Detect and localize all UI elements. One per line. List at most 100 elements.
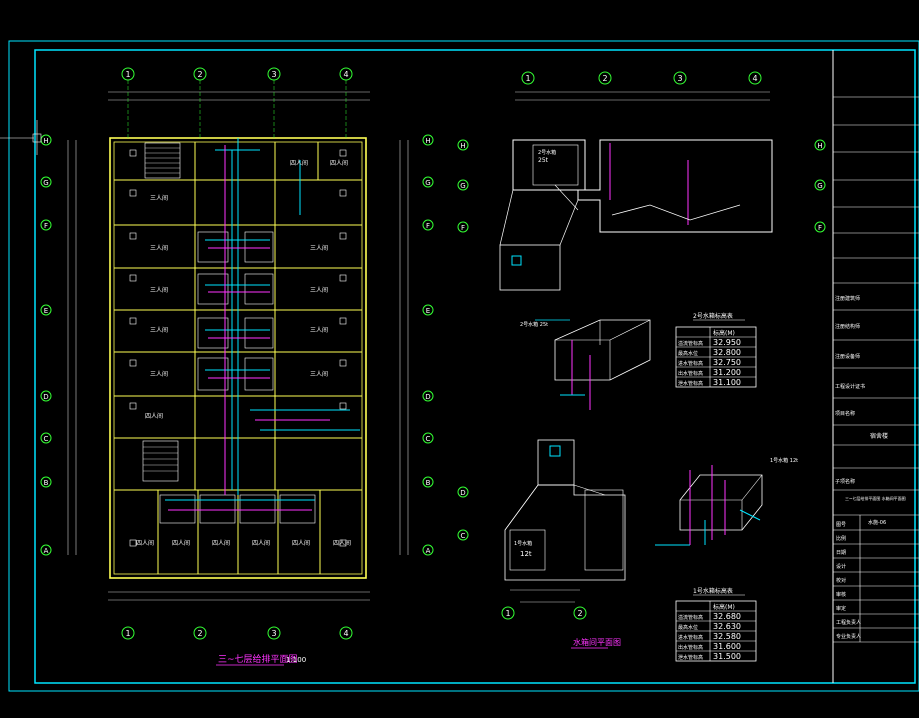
grid-label: 1 xyxy=(125,629,130,638)
grid-label: H xyxy=(425,137,430,145)
roof-plan: 1 2 3 4 H G F H G F 2号水箱 25t xyxy=(457,71,826,291)
table-row-name: 出水管标高 xyxy=(678,370,703,377)
grid-label: G xyxy=(817,182,822,190)
room-label: 四人间 xyxy=(333,539,351,547)
grid-label: G xyxy=(460,182,465,190)
field-label: 日期 xyxy=(836,550,846,556)
room-label: 三人间 xyxy=(150,244,168,252)
fixtures xyxy=(129,149,347,547)
room-label: 三人间 xyxy=(310,326,328,334)
grid-axes-bottom: 1 2 3 4 xyxy=(121,626,353,640)
title-block-row: 注册建筑师 xyxy=(835,295,860,302)
table-row-name: 泄水管标高 xyxy=(678,654,703,661)
table-row-value: 32.630 xyxy=(713,622,741,631)
room-label: 三人间 xyxy=(150,326,168,334)
table-row-name: 出水管标高 xyxy=(678,644,703,651)
water-pipes xyxy=(165,138,360,501)
grid-label: 2 xyxy=(577,609,582,618)
room-label: 四人间 xyxy=(212,539,230,547)
field-label: 比例 xyxy=(836,535,846,542)
grid-label: 3 xyxy=(271,629,276,638)
grid-label: 4 xyxy=(343,629,348,638)
grid-label: D xyxy=(460,489,465,497)
plan-scale: 1:100 xyxy=(286,656,306,664)
grid-label: 4 xyxy=(343,70,348,79)
field-label: 工程负责人 xyxy=(836,619,861,626)
grid-label: 3 xyxy=(271,70,276,79)
table-row-name: 最高水位 xyxy=(678,624,698,631)
grid-label: F xyxy=(44,222,48,230)
field-label: 审核 xyxy=(836,591,846,598)
grid-label: H xyxy=(817,142,822,150)
table-row-name: 溢流管标高 xyxy=(678,614,703,621)
grid-label: 2 xyxy=(602,74,607,83)
tank-room-plan: 1号水箱 12t D C 1 2 水箱间平面图 xyxy=(457,439,626,649)
grid-label: H xyxy=(460,142,465,150)
title-block: 注册建筑师 注册结构师 注册设备师 工程设计证书 项目名称 宿舍楼 子项名称 三… xyxy=(832,50,919,683)
room-label: 三人间 xyxy=(150,194,168,202)
table-row-name: 溢流管标高 xyxy=(678,340,703,347)
grid-label: F xyxy=(461,224,465,232)
table-header: 标高(M) xyxy=(713,603,735,611)
tank-id: 2号水箱 xyxy=(538,149,556,156)
iso-tank-label: 2号水箱 25t xyxy=(520,321,548,328)
tank-volume: 25t xyxy=(538,157,549,164)
table-row-value: 31.100 xyxy=(713,378,741,387)
grid-label: 3 xyxy=(677,74,682,83)
tank-volume: 12t xyxy=(520,550,532,558)
iso-tank-lower: 1号水箱 12t xyxy=(655,457,798,546)
iso-tank-label: 1号水箱 12t xyxy=(770,457,798,464)
title-block-row: 子项名称 xyxy=(835,478,855,485)
project-name: 宿舍楼 xyxy=(870,432,888,440)
grid-label: F xyxy=(426,222,430,230)
table-row-value: 31.500 xyxy=(713,652,741,661)
room-label: 三人间 xyxy=(150,286,168,294)
grid-label: 1 xyxy=(125,70,130,79)
iso-tank-upper: 2号水箱 25t xyxy=(520,319,651,410)
table-row-value: 32.680 xyxy=(713,612,741,621)
table-row-name: 泄水管标高 xyxy=(678,380,703,387)
roof-plan-title: 水箱间平面图 xyxy=(573,637,621,647)
room-label: 四人间 xyxy=(172,539,190,547)
grid-label: B xyxy=(426,479,431,487)
plan-title: 三~七层给排平面图 xyxy=(218,653,298,665)
table-row-value: 31.600 xyxy=(713,642,741,651)
field-label: 设计 xyxy=(836,563,846,570)
room-label: 四人间 xyxy=(145,412,163,420)
room-label: 三人间 xyxy=(310,286,328,294)
room-label: 三人间 xyxy=(310,244,328,252)
sheet-title: 三~七层给排平面图 水箱间平面图 xyxy=(845,495,906,501)
sheet-frame xyxy=(34,49,916,684)
field-label: 专业负责人 xyxy=(836,633,861,640)
cad-crosshair[interactable] xyxy=(0,120,42,155)
floor-plan: 三人间 三人间 三人间 三人间 三人间 四人间 三人间 三人间 三人间 三人间 … xyxy=(40,67,434,666)
table-row-value: 32.750 xyxy=(713,358,741,367)
grid-label: F xyxy=(818,224,822,232)
grid-label: D xyxy=(43,393,48,401)
outer-border xyxy=(8,40,919,692)
table-row-value: 32.800 xyxy=(713,348,741,357)
tank-id: 1号水箱 xyxy=(514,540,532,547)
field-label: 审定 xyxy=(836,605,846,612)
table-row-name: 进水管标高 xyxy=(678,360,703,367)
room-label: 四人间 xyxy=(252,539,270,547)
room-label: 四人间 xyxy=(330,159,348,167)
room-label: 四人间 xyxy=(290,159,308,167)
stair-top xyxy=(144,142,181,179)
grid-label: C xyxy=(426,435,431,443)
grid-label: 2 xyxy=(197,629,202,638)
room-label: 四人间 xyxy=(292,539,310,547)
grid-label: 1 xyxy=(525,74,530,83)
table-row-value: 32.950 xyxy=(713,338,741,347)
title-block-row: 项目名称 xyxy=(835,410,855,417)
table-title: 1号水箱标高表 xyxy=(693,587,733,595)
grid-label: 4 xyxy=(752,74,757,83)
elevation-table-1: 2号水箱标高表 标高(M) 溢流管标高 32.950 最高水位 32.800 进… xyxy=(675,312,757,388)
table-row-value: 31.200 xyxy=(713,368,741,377)
grid-label: 1 xyxy=(505,609,510,618)
grid-label: E xyxy=(426,307,430,315)
grid-label: C xyxy=(461,532,466,540)
elevation-table-2: 1号水箱标高表 标高(M) 溢流管标高 32.680 最高水位 32.630 进… xyxy=(675,587,757,662)
title-block-row: 注册结构师 xyxy=(835,323,860,330)
